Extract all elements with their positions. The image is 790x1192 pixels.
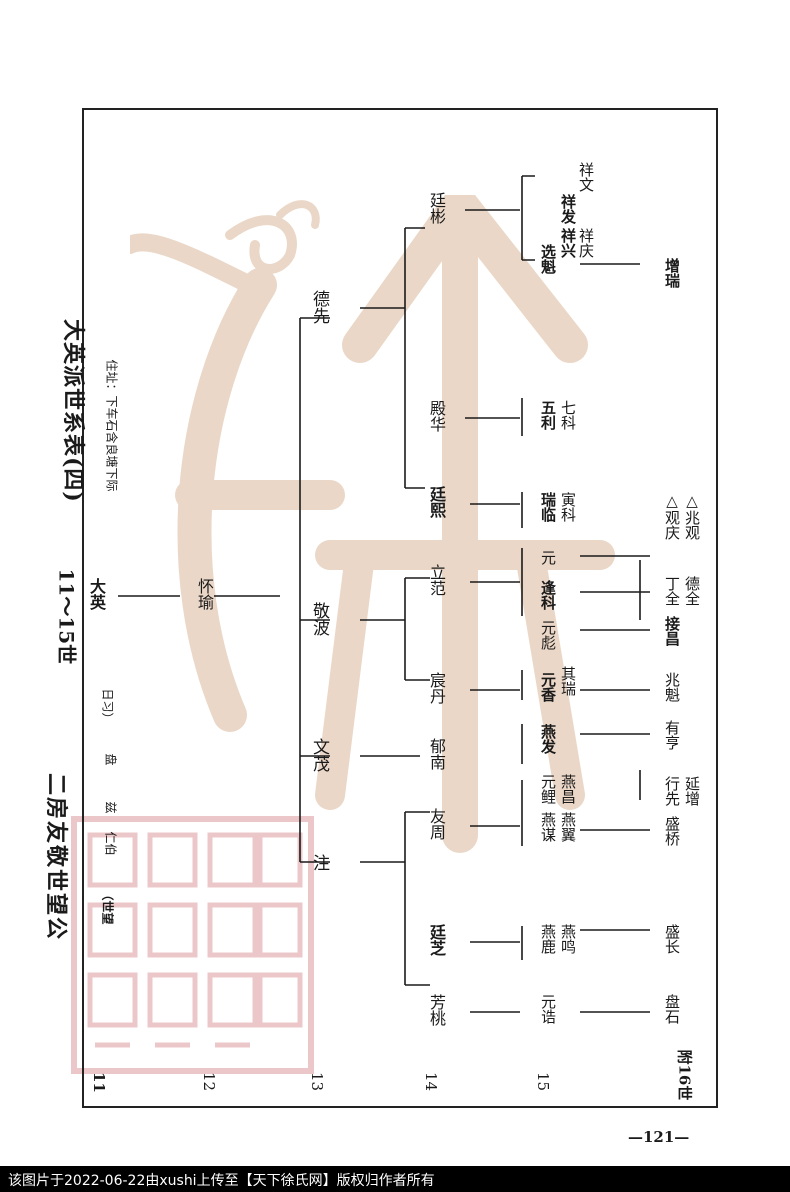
person-g15: 燕鸣 (559, 924, 577, 954)
page-number: —121— (628, 1128, 690, 1146)
person-g16: 兆魁 (663, 672, 681, 702)
person-g14: 郁南 (427, 738, 446, 770)
person-g15: 燕鹿 (539, 924, 557, 954)
person-g16: 延增 (683, 776, 701, 806)
frame-top-border (82, 108, 718, 110)
person-g16: 行先 (663, 776, 681, 806)
person-g13: 德先 (309, 290, 329, 324)
person-g15: 元诰 (539, 994, 557, 1024)
person-g15: 元鲤 (539, 774, 557, 804)
person-g16: 盘石 (663, 994, 681, 1024)
frame-right-border (716, 108, 718, 1108)
person-g15: 祥兴 (559, 228, 577, 258)
person-g13: 文茂 (309, 738, 329, 772)
person-g15: 祥发 (559, 194, 577, 224)
person-g14: 芳桃 (427, 994, 446, 1026)
person-g13: 注 (309, 854, 329, 871)
person-g16: 接昌 (663, 616, 681, 646)
person-g16: 盛长 (663, 924, 681, 954)
person-g16: 丁全 (663, 576, 681, 606)
person-g15: 五利 (539, 400, 557, 430)
person-g15: 燕昌 (559, 774, 577, 804)
person-g14: 廷彬 (427, 192, 446, 224)
person-g15: 瑞临 (539, 492, 557, 522)
person-g14: 殿华 (427, 400, 446, 432)
person-g15: 元 (539, 550, 557, 565)
person-g14: 友周 (427, 808, 446, 840)
frame-left-border (82, 108, 84, 1108)
person-g15: 元彪 (539, 620, 557, 650)
frame-bottom-border (82, 1106, 718, 1108)
person-g15: 选魁 (539, 244, 557, 274)
person-g16: △兆观 (683, 492, 701, 540)
person-g16: 盛桥 (663, 816, 681, 846)
person-g15: 燕翼 (559, 812, 577, 842)
person-g16: 有亨 (663, 720, 681, 750)
person-g15: 燕谋 (539, 812, 557, 842)
person-g15: 燕发 (539, 724, 557, 754)
person-g14: 立范 (427, 564, 446, 596)
person-g16: 德全 (683, 576, 701, 606)
person-g11: 大英 (87, 578, 106, 610)
person-g16: △观庆 (663, 492, 681, 540)
person-g14: 廷芝 (427, 924, 446, 956)
person-g15: 元香 (539, 672, 557, 702)
person-g15: 寅科 (559, 492, 577, 522)
person-g12: 怀瑜 (195, 578, 214, 610)
person-g14: 宸丹 (427, 672, 446, 704)
xushi-bird-watermark-logo (130, 195, 615, 853)
person-g15: 其瑞 (559, 666, 577, 696)
person-g16: 增瑞 (663, 258, 681, 288)
person-g15: 逢科 (539, 580, 557, 610)
person-g15: 七科 (559, 400, 577, 430)
person-g13: 敬波 (309, 602, 329, 636)
copyright-footer-bar: 该图片于2022-06-22由xushi上传至【天下徐氏网】版权归作者所有 (0, 1166, 790, 1192)
person-g15: 祥庆 (577, 228, 595, 258)
person-g15: 祥文 (577, 162, 595, 192)
red-seal-stamp (71, 816, 314, 1074)
person-g14: 廷熙 (427, 486, 446, 518)
copyright-footer-text: 该图片于2022-06-22由xushi上传至【天下徐氏网】版权归作者所有 (8, 1173, 435, 1189)
